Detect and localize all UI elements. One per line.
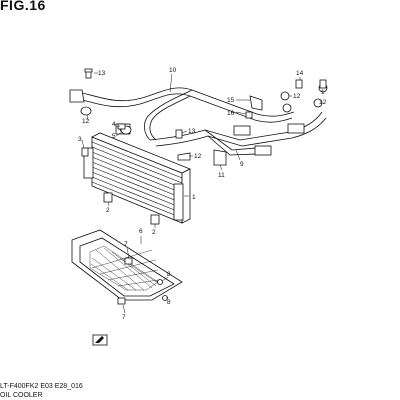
diagram-name: OIL COOLER — [0, 392, 43, 399]
callout-6: 6 — [139, 228, 143, 235]
callout-14: 14 — [296, 70, 304, 77]
cooler-fins — [91, 141, 183, 219]
callout-12-left: 12 — [82, 118, 90, 125]
fasteners — [80, 68, 328, 225]
callout-8-upper: 8 — [167, 271, 171, 278]
callout-12-right-lower: 12 — [319, 99, 327, 106]
callout-labels: 13 10 14 15 16 12 12 1 12 4 5 3 13 12 9 … — [78, 67, 327, 321]
callout-2-left: 2 — [106, 207, 110, 214]
callout-5: 5 — [112, 133, 116, 140]
callout-13-lower: 13 — [188, 128, 196, 135]
callout-9: 9 — [240, 161, 244, 168]
callout-11: 11 — [218, 172, 225, 179]
figure-title: FIG.16 — [0, 0, 46, 13]
callout-10: 10 — [169, 67, 177, 74]
callout-8-lower: 8 — [167, 299, 171, 306]
callout-12-right-upper: 12 — [293, 93, 301, 100]
callout-1-right: 1 — [321, 89, 325, 96]
callout-7-upper: 7 — [124, 241, 128, 248]
callout-12-center: 12 — [194, 153, 202, 160]
callout-1: 1 — [192, 194, 196, 201]
leader-lines — [81, 72, 301, 314]
cooler-screen — [71, 229, 183, 305]
oil-cooler-core — [83, 123, 191, 224]
callout-3: 3 — [78, 136, 82, 143]
upper-oil-hose — [69, 87, 295, 141]
callout-15: 15 — [227, 97, 235, 104]
diagram-code: LT-F400FK2 E03 E28_016 — [0, 383, 83, 390]
callout-4: 4 — [112, 121, 116, 128]
callout-13-upper: 13 — [98, 70, 106, 77]
callout-2-right: 2 — [152, 229, 156, 236]
lower-oil-hose — [149, 111, 327, 156]
callout-16: 16 — [227, 110, 235, 117]
callout-7-lower: 7 — [122, 314, 126, 321]
front-arrow-icon — [92, 334, 108, 346]
